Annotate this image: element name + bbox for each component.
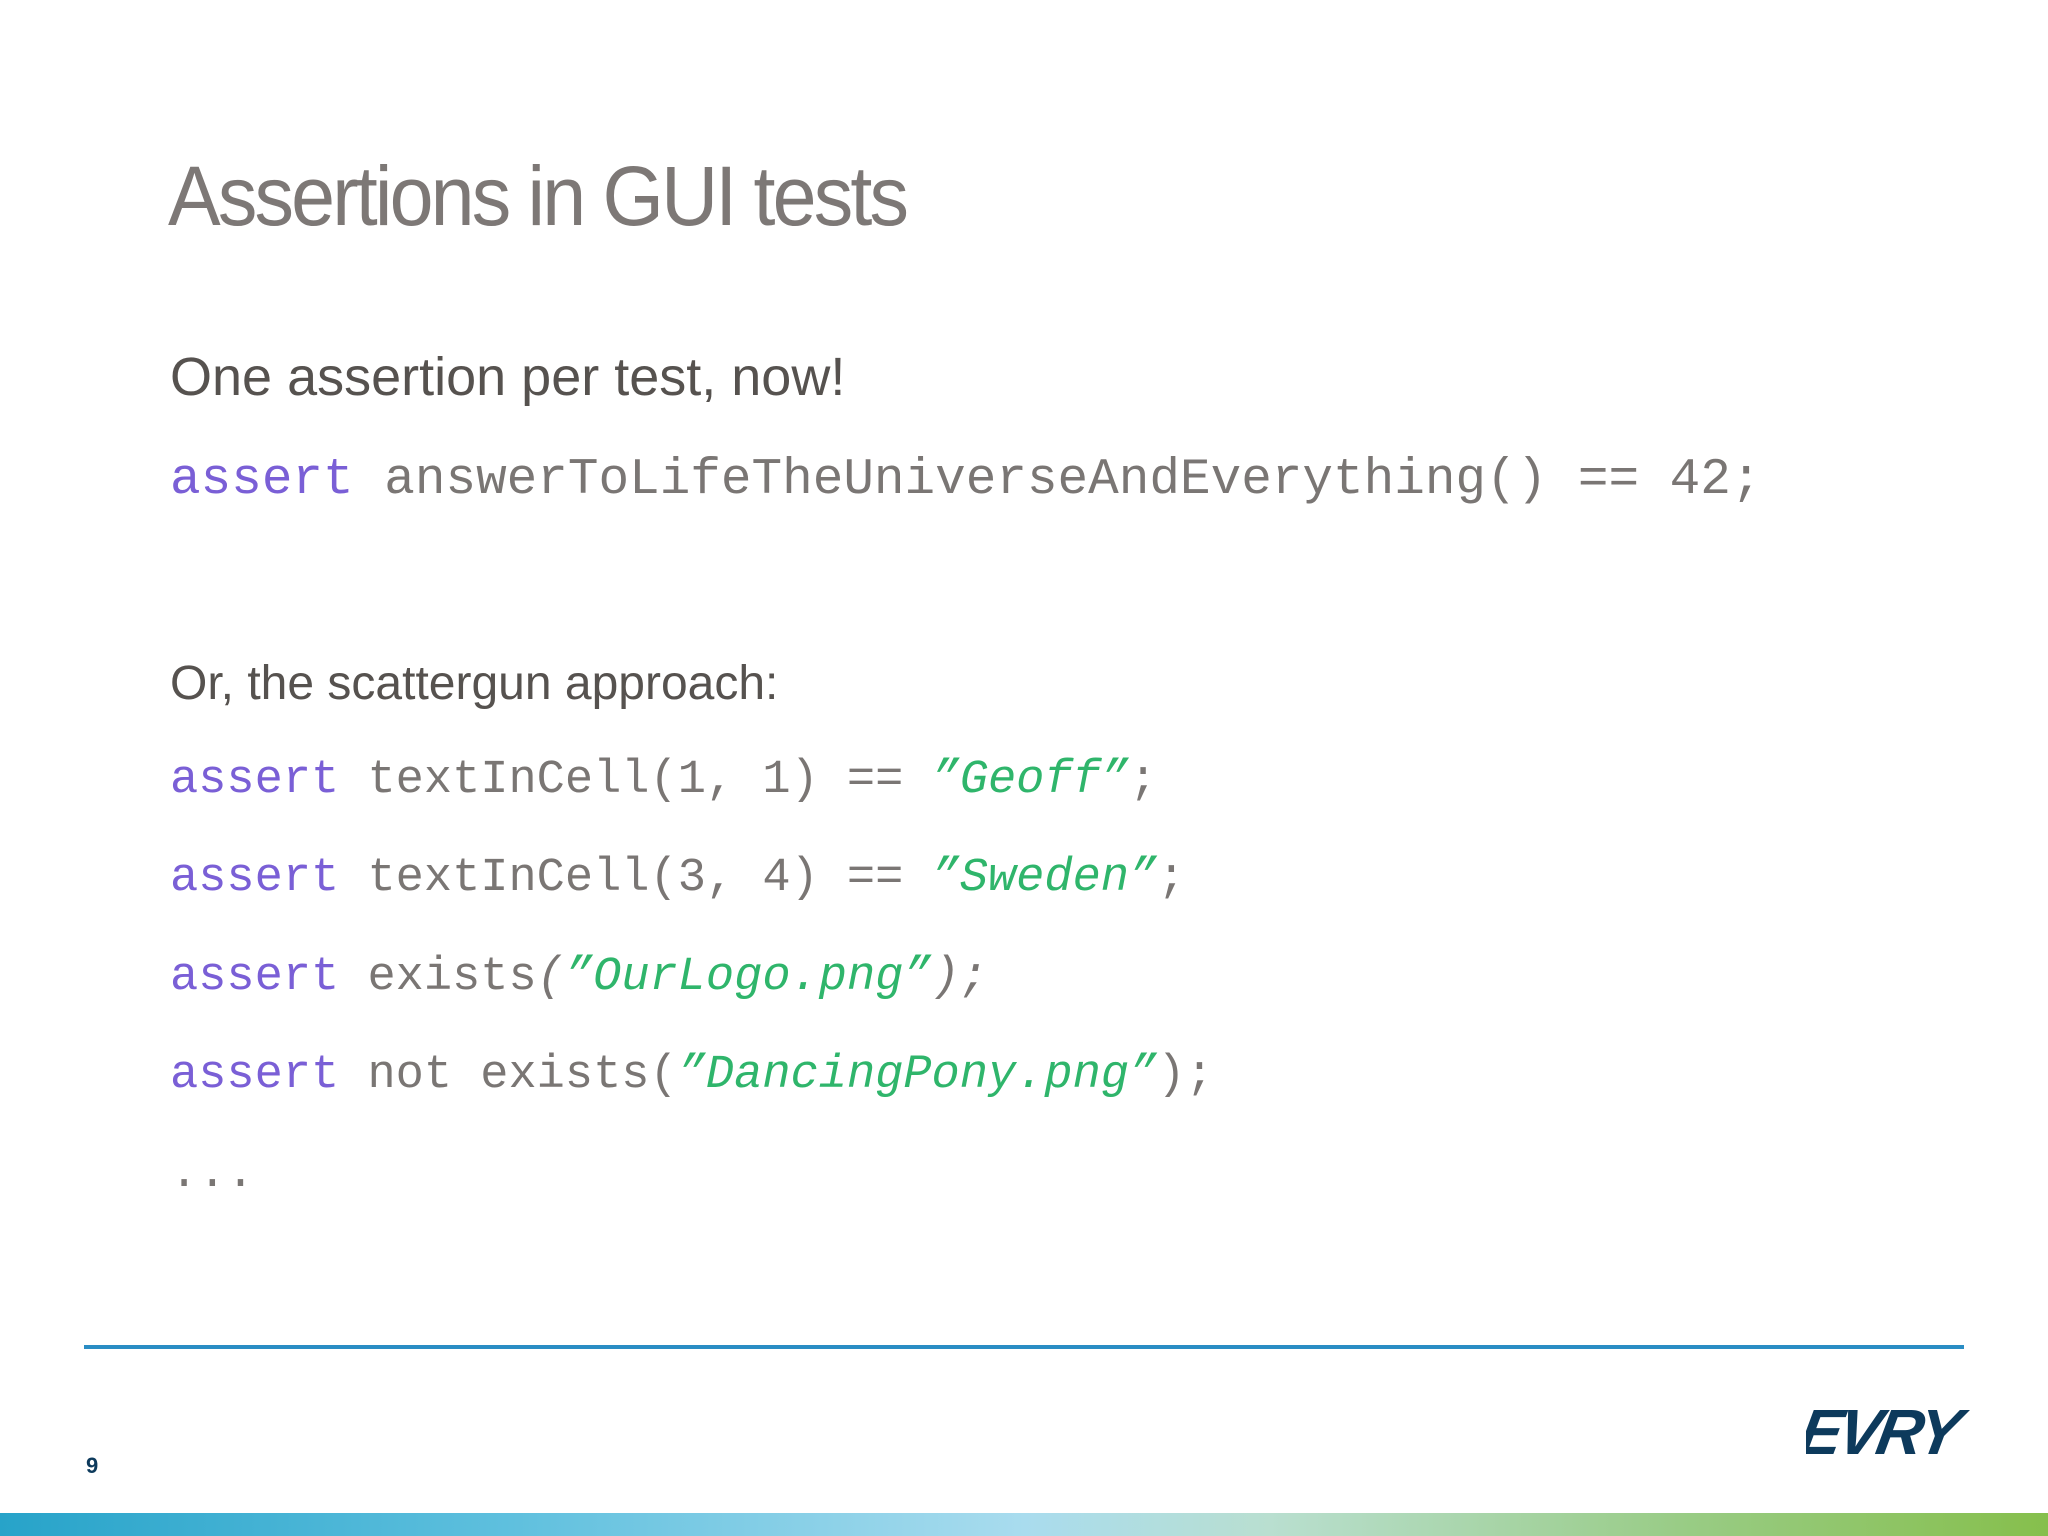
assert-keyword: assert [170,1049,340,1102]
assert-keyword: assert [170,452,354,509]
code-terminator: ; [1157,852,1186,905]
slide-title: Assertions in GUI tests [168,149,909,243]
code-line-dancingpony: assert not exists(”DancingPony.png”); [170,1049,1214,1103]
assert-keyword: assert [170,852,340,905]
code-string: ”OurLogo.png” [564,951,932,1004]
code-terminator: ); [931,951,988,1004]
code-expression: exists [367,951,537,1004]
scatter-intro-text: Or, the scattergun approach: [170,657,779,710]
logo-wordmark: EVRY [1806,1396,1970,1467]
footer-divider [84,1345,1964,1349]
assert-expression: answerToLifeTheUniverseAndEverything() =… [384,452,1762,509]
code-string: ”DancingPony.png” [677,1049,1158,1102]
assert-keyword: assert [170,754,340,807]
code-terminator: ; [1128,754,1158,807]
code-terminator: ); [1157,1049,1214,1102]
bottom-gradient-bar [0,1513,2048,1536]
code-line-sweden: assert textInCell(3, 4) == ”Sweden”; [170,852,1185,906]
page-number: 9 [86,1453,99,1478]
code-paren: ( [536,951,565,1004]
code-line-ourlogo: assert exists(”OurLogo.png”); [170,951,988,1005]
code-line-geoff: assert textInCell(1, 1) == ”Geoff”; [170,754,1157,808]
code-expression: not exists( [367,1049,678,1102]
intro-text: One assertion per test, now! [170,347,846,407]
code-expression: textInCell(3, 4) == [367,852,932,905]
evry-logo: EVRY [1806,1396,1970,1467]
main-assert-code: assert answerToLifeTheUniverseAndEveryth… [170,452,1761,511]
code-ellipsis: ... [170,1148,255,1201]
code-string: ”Sweden” [931,852,1158,905]
assert-keyword: assert [170,951,340,1004]
code-expression: textInCell(1, 1) == [367,754,932,807]
code-string: ”Geoff” [931,754,1129,807]
